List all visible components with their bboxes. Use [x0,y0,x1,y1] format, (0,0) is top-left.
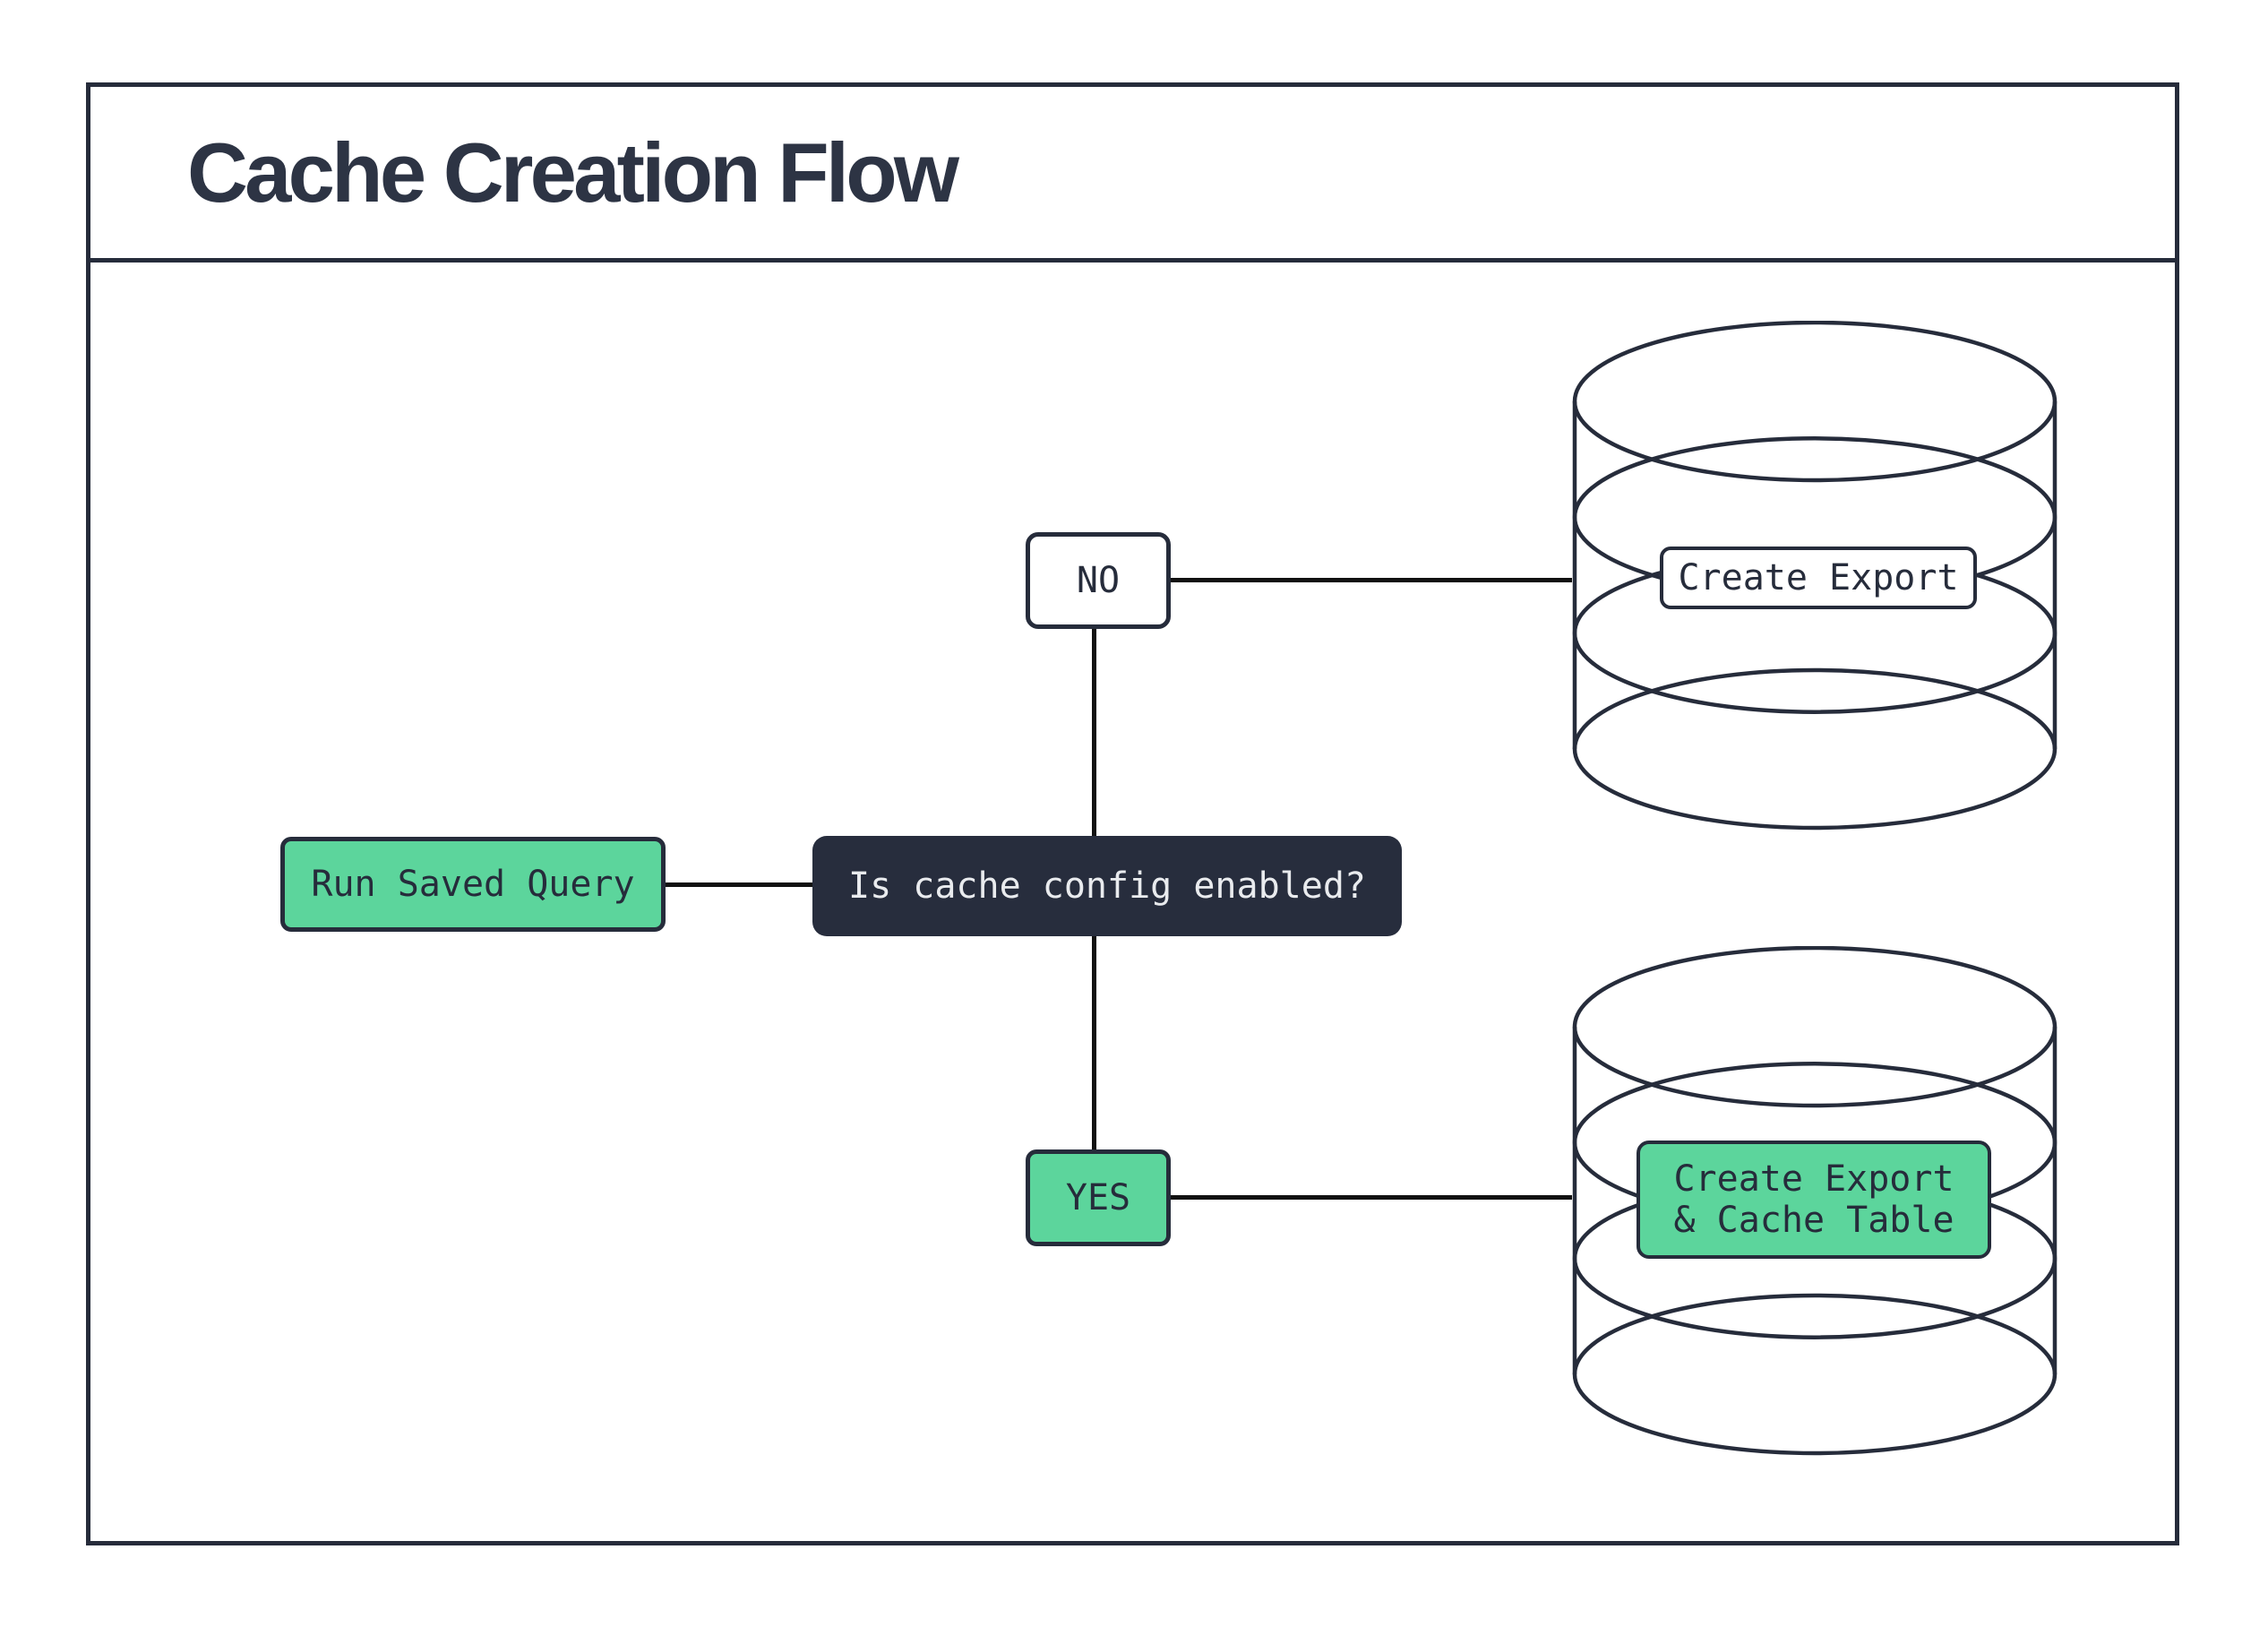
create-export-label: Create Export [1678,556,1959,598]
branch-node-no: NO [1026,532,1171,629]
decision-node-label: Is cache config enabled? [848,865,1366,907]
decision-node-cache-config: Is cache config enabled? [812,836,1402,936]
create-export-cache-line1: Create Export [1673,1158,1954,1200]
diagram-header: Cache Creation Flow [86,82,2179,263]
connector-yes-to-database [1169,1195,1572,1200]
start-node-run-saved-query: Run Saved Query [280,837,666,932]
connector-decision-to-no [1092,627,1096,838]
branch-node-yes: YES [1026,1149,1171,1246]
connector-start-to-decision [666,882,812,887]
result-node-create-export: Create Export [1660,547,1977,609]
diagram-frame [86,82,2179,1545]
connector-no-to-database [1169,578,1572,582]
branch-yes-label: YES [1065,1177,1131,1218]
page-title: Cache Creation Flow [187,125,959,220]
result-node-create-export-cache-table: Create Export & Cache Table [1637,1141,1991,1259]
start-node-label: Run Saved Query [311,864,635,905]
branch-no-label: NO [1076,560,1121,601]
create-export-cache-line2: & Cache Table [1673,1200,1954,1241]
connector-decision-to-yes [1092,934,1096,1151]
